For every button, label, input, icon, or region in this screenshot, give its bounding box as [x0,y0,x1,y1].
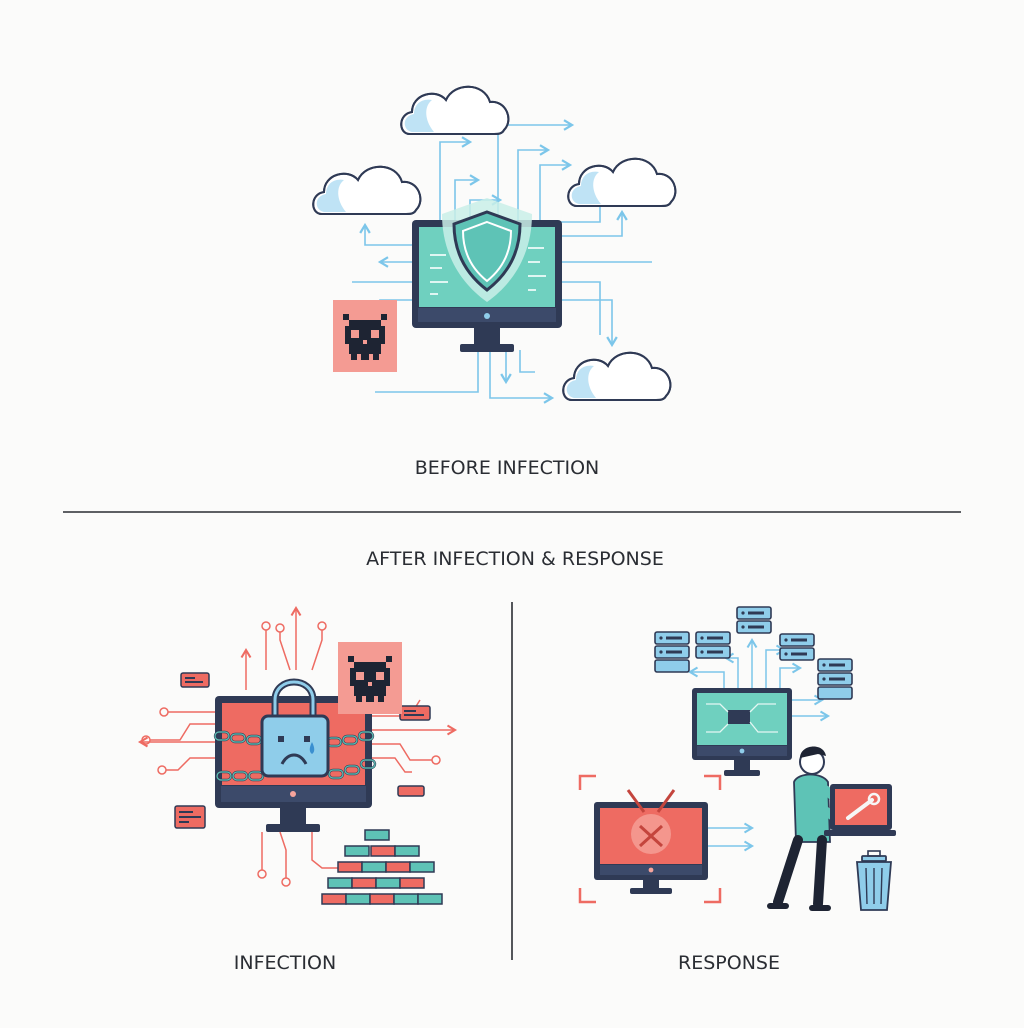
monitor-icon [594,789,708,894]
cloud-icon [562,351,672,401]
server-stack-icon [817,658,853,686]
response-title: RESPONSE [678,952,780,974]
infection-title: INFECTION [234,952,336,974]
after-infection-title: AFTER INFECTION & RESPONSE [366,548,664,570]
network-arrows [352,119,652,404]
before-infection-title: BEFORE INFECTION [415,457,600,479]
server-stack-icon [695,631,731,659]
wrench-icon [846,792,881,820]
server-stack-icon [654,631,690,659]
infection-circuit-lines [137,605,458,887]
padlock-icon [260,678,330,778]
data-chip [399,705,431,721]
data-chip [180,672,210,688]
before-infection-panel [312,85,677,404]
server-stack-icon [654,659,853,700]
pixel-skull-icon [333,300,397,372]
quarantine-frame [578,774,722,904]
response-panel [578,606,896,911]
data-chip [174,805,206,829]
shield-icon [442,198,532,302]
pixel-skull-icon [338,642,402,714]
cloud-icon [400,85,510,135]
brick-pile-icon [321,829,443,905]
infection-panel [137,605,458,905]
cloud-icon [312,165,422,215]
cloud-icon [567,157,677,207]
server-stack-icon [736,606,772,634]
server-stack-icon [779,633,815,661]
data-chip [397,785,425,797]
monitor-icon [692,688,792,776]
trash-can-icon [856,850,892,911]
